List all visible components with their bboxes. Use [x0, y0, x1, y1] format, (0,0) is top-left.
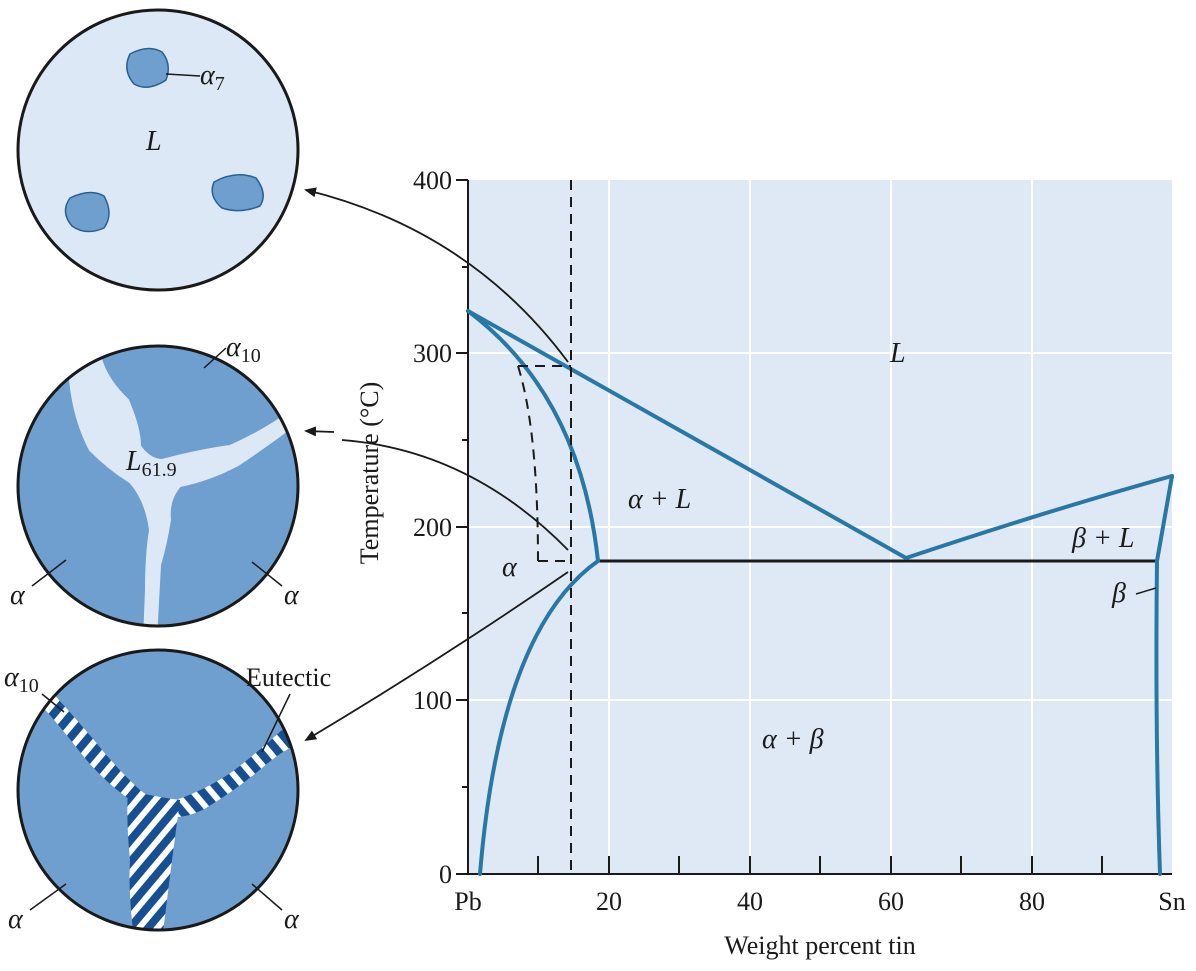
alpha7-label: α	[200, 60, 216, 91]
alpha-leader-middle-right	[251, 561, 283, 587]
y-tick-label: 400	[413, 166, 452, 195]
liquid-619-label: L	[125, 446, 142, 477]
region-label-beta: β	[1111, 578, 1126, 609]
circle-bottom-outline	[16, 648, 300, 932]
connecting-arrows	[304, 187, 569, 742]
liquidus-alpha	[466, 309, 908, 560]
alpha-leader-middle-left	[31, 559, 67, 587]
alpha-particle	[211, 174, 264, 212]
svg-text:L61.9: L61.9	[125, 446, 177, 481]
liquid-619-subscript: 61.9	[142, 459, 177, 481]
y-tick-label: 200	[413, 513, 452, 542]
x-tick-label-pb: Pb	[454, 887, 481, 916]
region-label-alpha: α	[502, 552, 518, 583]
alpha-label-bottom-left: α	[8, 904, 24, 935]
circle-middle-outline	[16, 344, 300, 628]
eutectic-left-arm	[40, 690, 170, 813]
grid-lines	[468, 180, 1172, 874]
alpha-particle	[64, 191, 110, 233]
alpha10-subscript-middle: 10	[241, 345, 261, 367]
y-axis-title: Temperature (°C)	[355, 382, 384, 565]
svg-text:α10: α10	[226, 332, 261, 367]
arrow-to-top-circle	[304, 187, 569, 363]
eutectic-label: Eutectic	[246, 663, 331, 692]
composition-guide-lines	[517, 180, 572, 874]
microstructure-middle: α10 L61.9 α α	[10, 332, 300, 628]
alpha-label-bottom-right: α	[284, 904, 300, 935]
microstructure-top: α7 L	[16, 8, 300, 292]
axes	[456, 179, 1172, 875]
phase-diagram: 0 100 200 300 400 Pb 20 40 60 80 Sn Weig…	[355, 166, 1186, 960]
solidus-alpha	[466, 309, 600, 563]
alpha10-label-middle: α	[226, 332, 242, 363]
alpha10-leader-line-middle	[203, 347, 227, 369]
svg-text:α10: α10	[4, 662, 39, 697]
alpha-leader-bottom-right	[251, 883, 283, 911]
region-label-alpha-plus-beta: α + β	[762, 724, 824, 755]
alpha10-label-bottom: α	[4, 662, 20, 693]
x-tick-label: 80	[1019, 887, 1045, 916]
arrow-to-middle-circle-head	[304, 426, 335, 437]
circle-top-outline	[16, 8, 300, 292]
arrow-to-bottom-circle	[304, 571, 569, 742]
beta-leader-line	[1135, 587, 1157, 595]
eutectic-stem	[127, 790, 180, 930]
alpha-label-middle-right: α	[284, 580, 300, 611]
alpha-leader-bottom-left	[29, 883, 67, 911]
eutectic-leader-line	[261, 693, 291, 753]
region-label-liquid: L	[889, 338, 906, 369]
x-tick-label: 60	[878, 887, 904, 916]
solvus-beta	[1154, 559, 1162, 876]
alpha10-leader-bottom	[41, 693, 65, 713]
x-tick-label-sn: Sn	[1158, 887, 1185, 916]
solvus-alpha	[478, 559, 600, 876]
y-tick-label: 300	[413, 339, 452, 368]
region-label-alpha-plus-liquid: α + L	[628, 484, 691, 515]
svg-text:α7: α7	[200, 60, 225, 95]
alpha7-subscript: 7	[215, 73, 225, 95]
remaining-liquid	[68, 353, 298, 626]
solidus-beta	[1155, 474, 1174, 563]
eutectic-right-arm	[148, 730, 298, 818]
y-tick-label: 100	[413, 686, 452, 715]
x-axis-title: Weight percent tin	[724, 931, 915, 960]
alpha-particle	[126, 47, 169, 88]
y-tick-label: 0	[439, 860, 452, 889]
microstructure-bottom: α10 Eutectic α α	[4, 648, 331, 935]
alpha7-leader-line	[165, 73, 201, 77]
alpha10-subscript-bottom: 10	[19, 675, 39, 697]
arrow-to-middle-circle	[341, 439, 569, 551]
x-tick-label: 20	[596, 887, 622, 916]
x-tick-label: 40	[737, 887, 763, 916]
phase-boundaries	[466, 309, 1174, 876]
liquidus-beta	[904, 474, 1174, 560]
alpha-label-middle-left: α	[10, 580, 26, 611]
region-label-beta-plus-liquid: β + L	[1071, 523, 1134, 554]
liquid-label-top: L	[145, 126, 162, 157]
